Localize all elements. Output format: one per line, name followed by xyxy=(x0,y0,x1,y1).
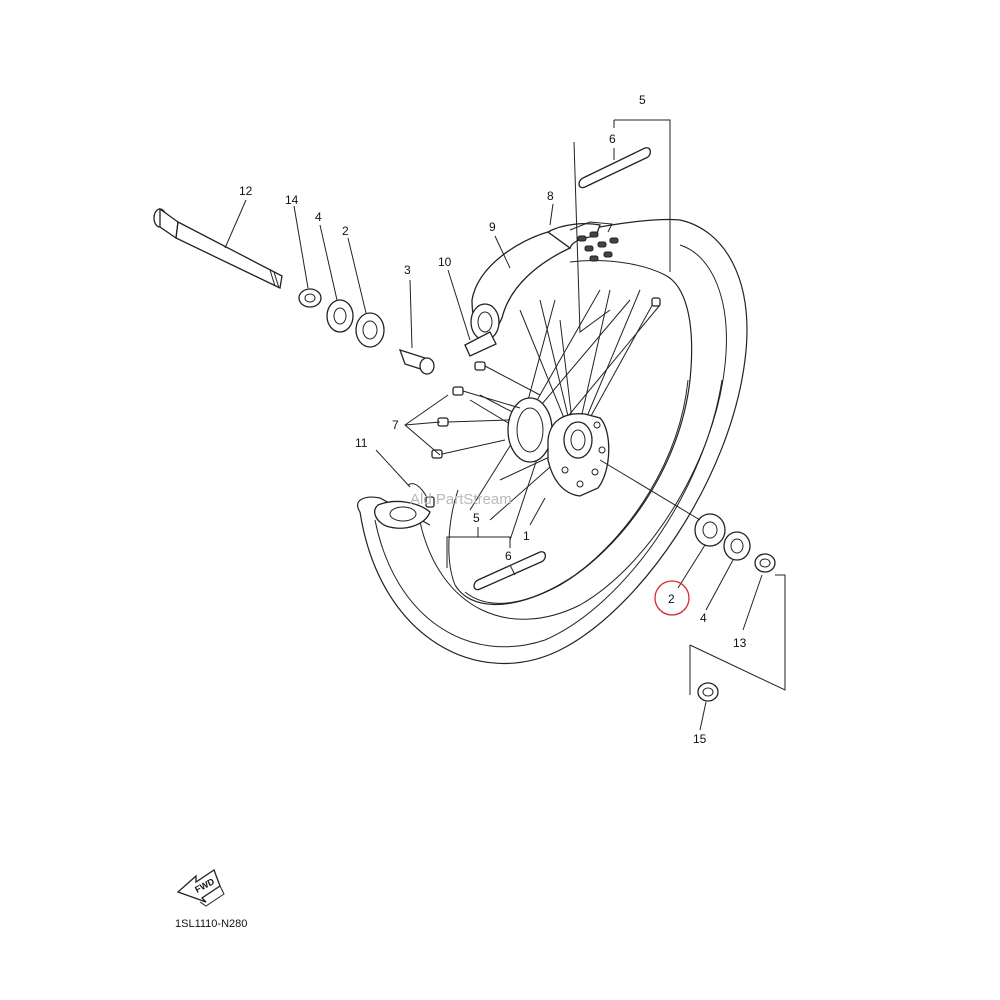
spacer-3 xyxy=(398,348,435,375)
rim-stripe-top xyxy=(578,147,652,189)
callout-2-left: 2 xyxy=(342,224,349,238)
oil-seal-4-left xyxy=(326,299,354,333)
callout-2-right: 2 xyxy=(668,592,675,606)
rim xyxy=(448,260,693,606)
callout-10: 10 xyxy=(438,255,452,269)
part-code: 1SL1110-N280 xyxy=(175,918,247,930)
callout-13: 13 xyxy=(733,636,747,650)
callout-5-top: 5 xyxy=(639,93,646,107)
hub xyxy=(507,397,610,497)
callout-labels: 12 14 4 2 3 10 9 8 5 6 7 11 5 6 1 4 13 1… xyxy=(239,93,747,746)
fwd-arrow-icon: FWD xyxy=(176,869,225,907)
watermark-text: Ald PartStream xyxy=(410,491,512,508)
rim-band xyxy=(569,221,619,262)
callout-6-top: 6 xyxy=(609,132,616,146)
callout-1: 1 xyxy=(523,529,530,543)
callout-14: 14 xyxy=(285,193,299,207)
oil-seal-4-right xyxy=(723,531,751,561)
rim-stripe-bottom xyxy=(473,551,547,591)
collar-14 xyxy=(298,288,322,308)
callout-8: 8 xyxy=(547,189,554,203)
callout-9: 9 xyxy=(489,220,496,234)
axle xyxy=(153,207,283,289)
leader-lines xyxy=(224,119,786,731)
callout-7: 7 xyxy=(392,418,399,432)
collar-13 xyxy=(754,553,776,573)
callout-4-right: 4 xyxy=(700,611,707,625)
callout-5-bottom: 5 xyxy=(473,511,480,525)
valve-boot-11 xyxy=(374,483,435,529)
valve-flap xyxy=(464,331,497,357)
bearing-2-right xyxy=(694,513,726,547)
highlight-circle xyxy=(654,580,690,616)
callout-3: 3 xyxy=(404,263,411,277)
callout-15: 15 xyxy=(693,732,707,746)
bearing-2-left xyxy=(355,312,385,348)
callout-2-right-highlight[interactable]: 2 xyxy=(654,580,690,616)
spoke-set xyxy=(431,297,661,459)
callout-6-bottom: 6 xyxy=(505,549,512,563)
callout-4-left: 4 xyxy=(315,210,322,224)
callout-11: 11 xyxy=(355,436,368,450)
collar-15 xyxy=(697,682,719,702)
callout-12: 12 xyxy=(239,184,253,198)
